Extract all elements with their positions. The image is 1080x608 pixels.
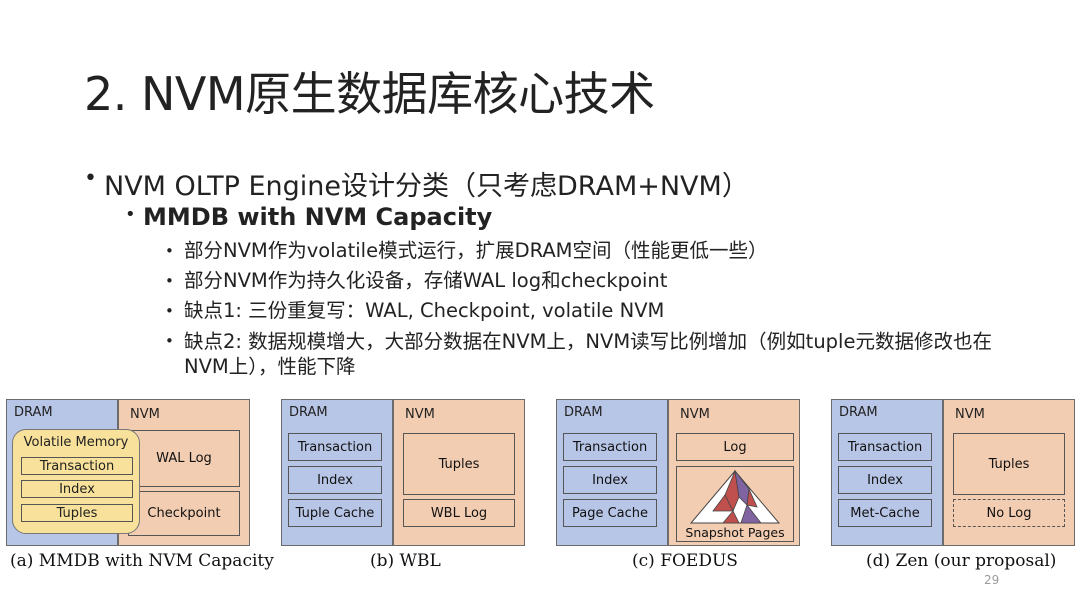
tuples-box: Tuples bbox=[953, 433, 1065, 495]
checkpoint-box: Checkpoint bbox=[128, 491, 240, 536]
bullet-text: 缺点2: 数据规模增大，大部分数据在NVM上，NVM读写比例增加（例如tuple… bbox=[184, 330, 992, 378]
bullet-level2: • MMDB with NVM Capacity bbox=[125, 203, 493, 231]
diagram-mmdb: DRAM NVM WAL Log Checkpoint Volatile Mem… bbox=[6, 399, 251, 547]
bullet-level3: • 部分NVM作为持久化设备，存储WAL log和checkpoint bbox=[165, 269, 668, 293]
snapshot-tree-graphic bbox=[689, 469, 781, 524]
bullet-dot: • bbox=[165, 332, 174, 350]
transaction-box: Transaction bbox=[563, 433, 657, 461]
bullet-text: NVM OLTP Engine设计分类（只考虑DRAM+NVM） bbox=[104, 171, 749, 202]
dram-label: DRAM bbox=[839, 405, 878, 420]
bullet-text: 部分NVM作为volatile模式运行，扩展DRAM空间（性能更低一些） bbox=[184, 239, 768, 262]
bullet-level1: • NVM OLTP Engine设计分类（只考虑DRAM+NVM） bbox=[84, 164, 749, 203]
nvm-region: NVM Tuples WBL Log bbox=[393, 399, 525, 546]
dram-region: DRAM Transaction Index Tuple Cache bbox=[281, 399, 393, 546]
nvm-label: NVM bbox=[680, 407, 710, 422]
page-number: 29 bbox=[984, 573, 1000, 587]
diagram-zen: DRAM Transaction Index Met-Cache NVM Tup… bbox=[831, 399, 1076, 547]
bullet-text: 缺点1: 三份重复写：WAL, Checkpoint, volatile NVM bbox=[184, 299, 665, 322]
bullet-dot: • bbox=[125, 204, 136, 225]
caption-mmdb: (a) MMDB with NVM Capacity bbox=[10, 551, 274, 571]
diagram-wbl: DRAM Transaction Index Tuple Cache NVM T… bbox=[281, 399, 526, 547]
snapshot-pages-box: Snapshot Pages bbox=[676, 466, 794, 542]
bullet-level3: • 缺点1: 三份重复写：WAL, Checkpoint, volatile N… bbox=[165, 299, 665, 323]
transaction-box: Transaction bbox=[288, 433, 382, 461]
dram-region: DRAM Transaction Index Met-Cache bbox=[831, 399, 943, 546]
nvm-region: NVM Tuples No Log bbox=[943, 399, 1075, 546]
snapshot-pages-label: Snapshot Pages bbox=[685, 525, 785, 540]
tuples-box: Tuples bbox=[21, 504, 133, 522]
index-box: Index bbox=[288, 466, 382, 494]
volatile-memory-title: Volatile Memory bbox=[23, 435, 129, 450]
caption-foedus: (c) FOEDUS bbox=[632, 551, 738, 571]
nvm-label: NVM bbox=[405, 407, 435, 422]
slide-title: 2. NVM原生数据库核心技术 bbox=[84, 67, 655, 121]
volatile-memory-region: Volatile Memory Transaction Index Tuples bbox=[12, 429, 140, 534]
bullet-level3: • 缺点2: 数据规模增大，大部分数据在NVM上，NVM读写比例增加（例如tup… bbox=[165, 329, 1004, 379]
index-box: Index bbox=[563, 466, 657, 494]
log-box: Log bbox=[676, 433, 794, 461]
nvm-region: NVM WAL Log Checkpoint bbox=[118, 399, 250, 546]
dram-region: DRAM Transaction Index Page Cache bbox=[556, 399, 668, 546]
bullet-dot: • bbox=[165, 302, 174, 320]
diagram-foedus: DRAM Transaction Index Page Cache NVM Lo… bbox=[556, 399, 801, 547]
index-box: Index bbox=[21, 480, 133, 498]
bullet-dot: • bbox=[165, 242, 174, 260]
dram-label: DRAM bbox=[289, 405, 328, 420]
wal-log-box: WAL Log bbox=[128, 430, 240, 487]
bullet-dot: • bbox=[84, 166, 97, 191]
bullet-text: MMDB with NVM Capacity bbox=[143, 203, 493, 231]
nvm-label: NVM bbox=[955, 407, 985, 422]
bullet-text: 部分NVM作为持久化设备，存储WAL log和checkpoint bbox=[184, 269, 668, 292]
index-box: Index bbox=[838, 466, 932, 494]
no-log-box: No Log bbox=[953, 499, 1065, 527]
nvm-region: NVM Log Snapshot Pages bbox=[668, 399, 800, 546]
transaction-box: Transaction bbox=[838, 433, 932, 461]
caption-zen: (d) Zen (our proposal) bbox=[866, 551, 1057, 571]
met-cache-box: Met-Cache bbox=[838, 499, 932, 527]
nvm-label: NVM bbox=[130, 407, 160, 422]
wbl-log-box: WBL Log bbox=[403, 499, 515, 527]
caption-wbl: (b) WBL bbox=[370, 551, 441, 571]
dram-label: DRAM bbox=[14, 405, 53, 420]
tuples-box: Tuples bbox=[403, 433, 515, 495]
bullet-dot: • bbox=[165, 272, 174, 290]
transaction-box: Transaction bbox=[21, 457, 133, 475]
dram-label: DRAM bbox=[564, 405, 603, 420]
page-cache-box: Page Cache bbox=[563, 499, 657, 527]
tuple-cache-box: Tuple Cache bbox=[288, 499, 382, 527]
bullet-level3: • 部分NVM作为volatile模式运行，扩展DRAM空间（性能更低一些） bbox=[165, 239, 768, 263]
